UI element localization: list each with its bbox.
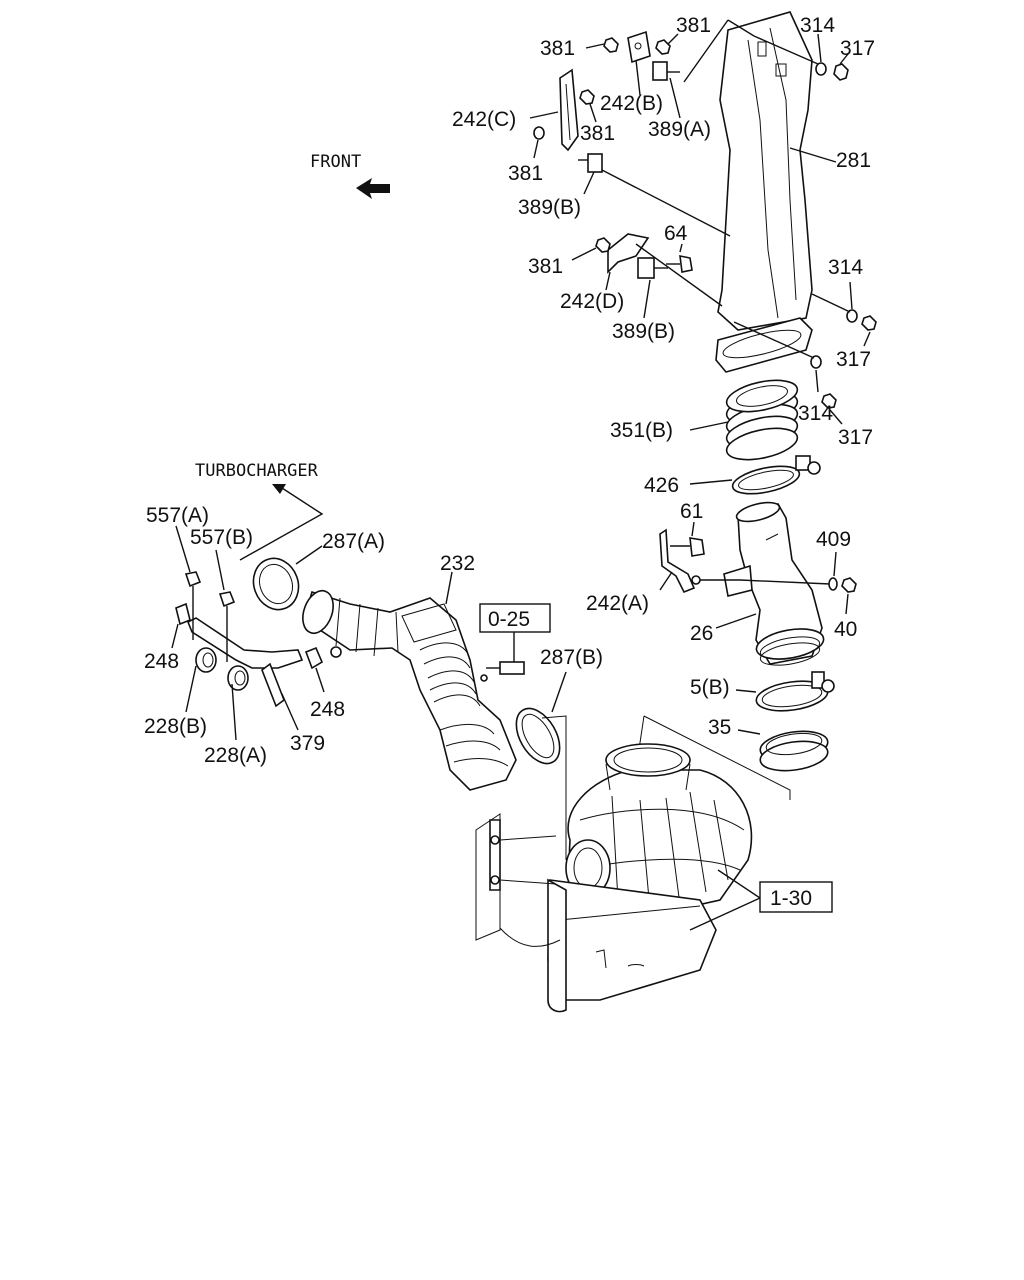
- part-317-nut-b: [861, 315, 877, 331]
- part-287a-clamp: [252, 557, 300, 611]
- label-5b: 5(B): [690, 676, 730, 699]
- label-381-d: 381: [508, 162, 543, 185]
- part-26-elbow-duct: [723, 501, 825, 666]
- part-426-clamp: [731, 455, 821, 495]
- part-314-washer-b: [846, 309, 858, 323]
- ref-0-25-label: 0-25: [488, 608, 530, 631]
- label-26: 26: [690, 622, 713, 645]
- label-379: 379: [290, 732, 325, 755]
- label-228a: 228(A): [204, 744, 267, 767]
- part-389a-mount: [652, 61, 680, 81]
- label-381-a: 381: [540, 37, 575, 60]
- part-64-bolt: [666, 254, 693, 273]
- label-317-b: 317: [836, 348, 871, 371]
- part-557a-bolt: [184, 571, 202, 640]
- label-35: 35: [708, 716, 731, 739]
- part-242a-bracket: [659, 528, 740, 594]
- part-557b-bolt: [218, 591, 236, 662]
- label-389b-upper: 389(B): [518, 196, 581, 219]
- part-248-clip-a: [175, 602, 191, 626]
- part-381-nut-mid: [579, 89, 595, 105]
- label-281: 281: [836, 149, 871, 172]
- label-389a: 389(A): [648, 118, 711, 141]
- part-40-nut: [841, 577, 857, 593]
- part-242b-bracket: [627, 30, 651, 64]
- part-228a-grommet: [227, 665, 249, 691]
- label-317-c: 317: [838, 426, 873, 449]
- label-228b: 228(B): [144, 715, 207, 738]
- part-314-washer-c: [810, 355, 822, 369]
- label-242d: 242(D): [560, 290, 624, 313]
- label-557b: 557(B): [190, 526, 253, 549]
- label-248-b: 248: [310, 698, 345, 721]
- label-557a: 557(A): [146, 504, 209, 527]
- ref-1-30-label: 1-30: [770, 887, 812, 910]
- part-381-nut-left: [603, 37, 619, 53]
- part-287b-clamp: [515, 707, 561, 765]
- part-381-washer: [533, 126, 545, 140]
- part-317-nut-a: [833, 63, 849, 81]
- label-64: 64: [664, 222, 688, 245]
- ref-box-1-30[interactable]: 1-30: [759, 881, 833, 913]
- part-381-nut-top: [655, 39, 671, 55]
- label-232: 232: [440, 552, 475, 575]
- part-61-bolt: [670, 537, 705, 557]
- label-351b: 351(B): [610, 419, 673, 442]
- part-389b-mount-lower: [637, 257, 668, 279]
- part-air-cleaner-assembly: [475, 715, 791, 1013]
- label-409: 409: [816, 528, 851, 551]
- part-248-clip-b: [304, 646, 324, 670]
- turbocharger-label: TURBOCHARGER: [195, 461, 319, 481]
- label-248-a: 248: [144, 650, 179, 673]
- part-5b-clamp: [755, 671, 835, 712]
- part-228b-grommet: [195, 647, 217, 673]
- label-314-c: 314: [798, 402, 833, 425]
- part-232-hose: [302, 589, 517, 791]
- label-287b: 287(B): [540, 646, 603, 669]
- part-409-washer: [828, 577, 838, 591]
- label-314-b: 314: [828, 256, 863, 279]
- turbocharger-arrow: [239, 487, 324, 561]
- label-242a: 242(A): [586, 592, 649, 615]
- part-381-nut-lower: [595, 237, 611, 253]
- label-287a: 287(A): [322, 530, 385, 553]
- label-40: 40: [834, 618, 857, 641]
- front-label: FRONT: [310, 152, 361, 172]
- label-242b: 242(B): [600, 92, 663, 115]
- label-426: 426: [644, 474, 679, 497]
- part-242d-bracket: [607, 233, 723, 307]
- part-314-washer-a: [815, 62, 827, 76]
- part-317-nut-c: [821, 393, 837, 409]
- ref-box-0-25[interactable]: 0-25: [479, 603, 551, 633]
- part-389b-mount-upper: [578, 153, 731, 237]
- label-314-a: 314: [800, 14, 835, 37]
- front-arrow-icon: [356, 178, 390, 199]
- turbocharger-arrow-icon: [272, 484, 286, 494]
- label-61: 61: [680, 500, 703, 523]
- label-242c: 242(C): [452, 108, 516, 131]
- label-381-e: 381: [528, 255, 563, 278]
- label-381-b: 381: [676, 14, 711, 37]
- part-281-intake-duct: [715, 11, 813, 373]
- label-317-a: 317: [840, 37, 875, 60]
- part-379-pipe: [186, 617, 304, 708]
- sensor-connector: [486, 661, 525, 675]
- part-351b-bellows: [725, 379, 799, 461]
- label-381-c: 381: [580, 122, 615, 145]
- label-389b-lower: 389(B): [612, 320, 675, 343]
- part-35-ring: [759, 730, 829, 772]
- part-242c-bracket: [559, 68, 579, 152]
